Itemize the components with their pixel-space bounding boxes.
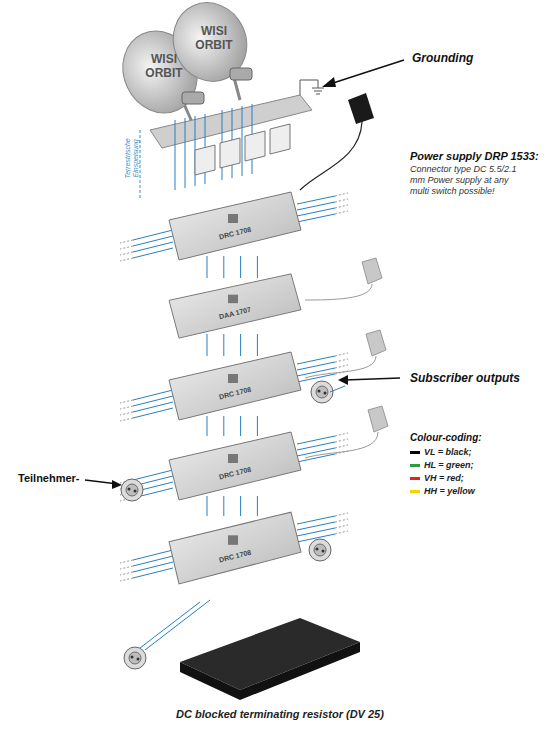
legend-swatch	[410, 477, 420, 480]
coax-bundle	[207, 256, 257, 278]
coax-line	[207, 496, 257, 516]
callout-heading: Power supply DRP 1533:	[410, 150, 550, 163]
legend-row: HL = green;	[410, 460, 474, 470]
coax-line	[207, 256, 257, 278]
legend-row: HH = yellow	[410, 486, 475, 496]
multiswitch-box: DRC 1708	[165, 430, 305, 502]
multiswitch-outline	[165, 190, 305, 262]
legend-swatch	[410, 490, 420, 493]
legend-text: HL = green;	[424, 460, 474, 470]
legend-text: HH = yellow	[424, 486, 475, 496]
caption: DC blocked terminating resistor (DV 25)	[0, 708, 560, 720]
legend-swatch	[410, 464, 420, 467]
multiswitch-outline	[165, 350, 305, 422]
multiswitch-outline	[165, 272, 305, 340]
multiswitch-box: DRC 1708	[165, 350, 305, 422]
coax-line	[207, 416, 257, 436]
legend-text: VL = black;	[424, 447, 472, 457]
multiswitch-box: DRC 1708	[165, 190, 305, 262]
legend-heading: Colour-coding:	[410, 432, 550, 444]
feed-note: Terrestrische Einspeisung	[124, 118, 141, 198]
dish-brand: WISI ORBIT	[140, 52, 188, 81]
coax-bundle	[207, 496, 257, 516]
legend-row: VH = red;	[410, 473, 464, 483]
callout: Grounding	[412, 51, 532, 65]
dish-brand: WISI ORBIT	[190, 24, 238, 53]
coax-line	[207, 334, 257, 356]
callout: Teilnehmer-	[18, 472, 98, 485]
legend-swatch	[410, 451, 420, 454]
coax-bundle	[207, 416, 257, 436]
multiswitch-outline	[165, 510, 305, 586]
legend-text: VH = red;	[424, 473, 464, 483]
multiswitch-box: DRC 1708	[165, 510, 305, 586]
callout: Subscriber outputs	[410, 371, 550, 385]
legend-row: VL = black;	[410, 447, 472, 457]
callout-note: Connector type DC 5.5/2.1 mm Power suppl…	[410, 164, 528, 196]
multiswitch-box: DAA 1707	[165, 272, 305, 340]
coax-bundle	[207, 334, 257, 356]
multiswitch-outline	[165, 430, 305, 502]
